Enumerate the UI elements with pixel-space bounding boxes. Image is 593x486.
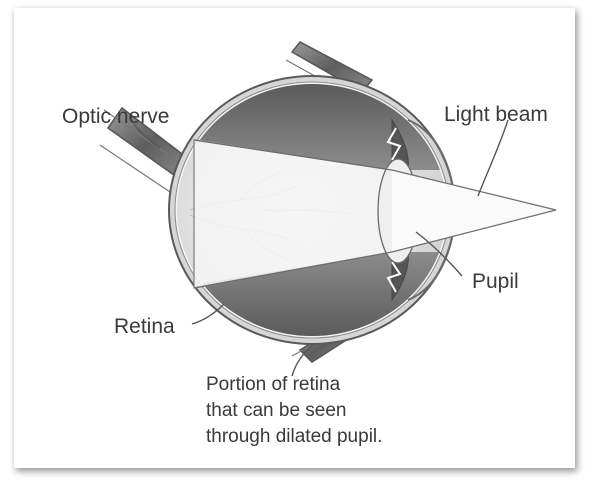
caption-line-3: through dilated pupil.: [206, 424, 382, 450]
retina-label: Retina: [114, 316, 175, 337]
caption-line-2: that can be seen: [206, 398, 382, 424]
retina-portion-caption: Portion of retina that can be seen throu…: [206, 372, 382, 450]
pupil-label: Pupil: [472, 271, 519, 292]
light-beam-label: Light beam: [444, 104, 548, 125]
caption-line-1: Portion of retina: [206, 372, 382, 398]
optic-nerve-label: Optic nerve: [62, 106, 169, 127]
light-beam-leader: [478, 120, 508, 196]
